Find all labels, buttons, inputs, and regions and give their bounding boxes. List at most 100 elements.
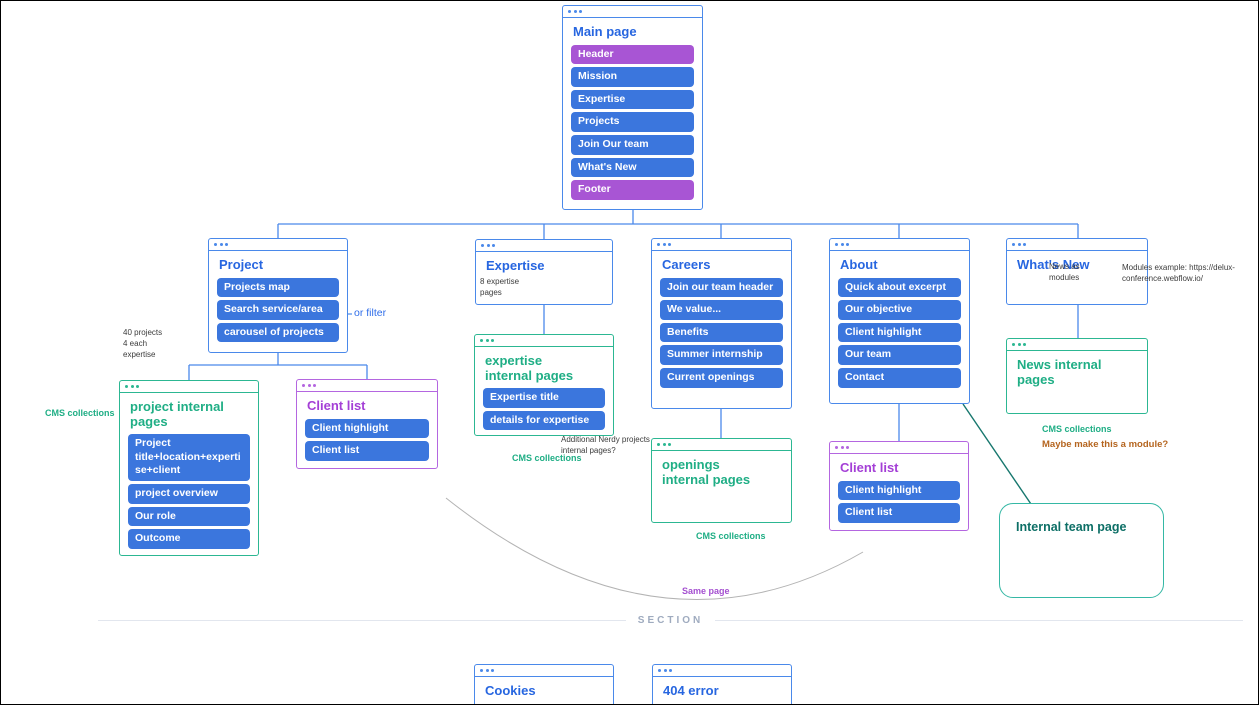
window-titlebar bbox=[652, 439, 791, 451]
error-404-title: 404 error bbox=[663, 683, 719, 698]
box-item[interactable]: Benefits bbox=[660, 322, 783, 343]
box-item[interactable]: Search service/area bbox=[217, 300, 339, 320]
box-item[interactable]: Footer bbox=[571, 180, 694, 201]
box-item[interactable]: carousel of projects bbox=[217, 322, 339, 343]
note-maybe-module[interactable]: Maybe make this a module? bbox=[1042, 439, 1169, 450]
section-divider: SECTION bbox=[98, 615, 1244, 626]
box-item[interactable]: Client highlight bbox=[305, 418, 429, 439]
connector-main-tree bbox=[277, 210, 1079, 239]
note-or-filter[interactable]: or filter bbox=[354, 307, 387, 319]
note-expertise-count[interactable]: 8 expertise pages bbox=[480, 277, 520, 297]
box-item[interactable]: details for expertise bbox=[483, 410, 605, 431]
titlebar-dot-icon bbox=[573, 10, 577, 13]
section-divider-line bbox=[715, 620, 1244, 621]
window-titlebar bbox=[652, 239, 791, 251]
titlebar-dot-icon bbox=[846, 243, 849, 246]
titlebar-dot-icon bbox=[1012, 343, 1015, 346]
box-item[interactable]: Current openings bbox=[660, 368, 783, 388]
titlebar-dot-icon bbox=[136, 385, 139, 388]
cookies-box[interactable]: Cookies bbox=[474, 664, 614, 704]
titlebar-dot-icon bbox=[835, 243, 838, 246]
box-item[interactable]: Join our team header bbox=[660, 277, 783, 298]
note-modules-example[interactable]: Modules example: https://delux- conferen… bbox=[1122, 263, 1235, 283]
titlebar-dot-icon bbox=[579, 10, 582, 13]
titlebar-dot-icon bbox=[307, 384, 311, 387]
titlebar-dot-icon bbox=[1017, 243, 1021, 246]
titlebar-dot-icon bbox=[491, 339, 494, 342]
box-item[interactable]: project overview bbox=[128, 484, 250, 504]
internal-team-page-box[interactable]: Internal team page bbox=[999, 503, 1164, 598]
box-item[interactable]: What's New bbox=[571, 157, 694, 178]
box-item[interactable]: Client list bbox=[838, 503, 960, 523]
box-item[interactable]: Expertise bbox=[571, 89, 694, 110]
box-item[interactable]: Projects bbox=[571, 112, 694, 133]
connector-project-children bbox=[188, 353, 368, 380]
titlebar-dot-icon bbox=[225, 243, 228, 246]
whats-new-box[interactable]: What's New bbox=[1006, 238, 1148, 305]
box-item[interactable]: Client list bbox=[305, 441, 429, 461]
titlebar-dot-icon bbox=[840, 243, 844, 246]
window-titlebar bbox=[830, 239, 969, 251]
titlebar-dot-icon bbox=[214, 243, 217, 246]
titlebar-dot-icon bbox=[302, 384, 305, 387]
box-item[interactable]: Expertise title bbox=[483, 388, 605, 408]
news-internal-pages-box[interactable]: News internal pages bbox=[1006, 338, 1148, 414]
project-internal-pages-title: project internal pages bbox=[130, 399, 224, 429]
about-title: About bbox=[840, 257, 878, 272]
note-additional-nerdy[interactable]: Additional Nerdy projects internal pages… bbox=[561, 435, 650, 455]
note-same-page[interactable]: Same page bbox=[682, 586, 730, 596]
titlebar-dot-icon bbox=[663, 669, 667, 672]
box-item[interactable]: Quick about excerpt bbox=[838, 277, 961, 298]
box-item[interactable]: Client highlight bbox=[838, 322, 961, 343]
box-item[interactable]: Outcome bbox=[128, 529, 250, 549]
window-titlebar bbox=[1007, 339, 1147, 351]
box-item[interactable]: Header bbox=[571, 44, 694, 65]
box-item[interactable]: Client highlight bbox=[838, 480, 960, 501]
note-news-as-modules[interactable]: News as modules bbox=[1049, 262, 1080, 282]
titlebar-dot-icon bbox=[130, 385, 134, 388]
openings-internal-pages-box[interactable]: openings internal pages bbox=[651, 438, 792, 523]
titlebar-dot-icon bbox=[662, 243, 666, 246]
internal-team-page-title: Internal team page bbox=[1016, 520, 1127, 534]
note-cms-collections-news[interactable]: CMS collections bbox=[1042, 424, 1112, 434]
box-item[interactable]: Summer internship bbox=[660, 345, 783, 366]
titlebar-dot-icon bbox=[1023, 243, 1026, 246]
window-titlebar bbox=[830, 442, 968, 454]
box-item[interactable]: We value... bbox=[660, 300, 783, 320]
note-project-count[interactable]: 40 projects 4 each expertise bbox=[123, 328, 163, 359]
client-list-1-title: Client list bbox=[307, 398, 366, 413]
titlebar-dot-icon bbox=[492, 244, 495, 247]
box-item[interactable]: Our role bbox=[128, 506, 250, 527]
titlebar-dot-icon bbox=[657, 243, 660, 246]
box-item[interactable]: Project title+location+expertise+client bbox=[128, 434, 250, 482]
titlebar-dot-icon bbox=[662, 443, 666, 446]
box-item[interactable]: Contact bbox=[838, 368, 961, 388]
titlebar-dot-icon bbox=[658, 669, 661, 672]
box-item[interactable]: Projects map bbox=[217, 277, 339, 298]
window-titlebar bbox=[120, 381, 258, 393]
box-item[interactable]: Our team bbox=[838, 345, 961, 366]
expertise-title: Expertise bbox=[486, 258, 545, 273]
expertise-box[interactable]: Expertise bbox=[475, 239, 613, 305]
titlebar-dot-icon bbox=[1023, 343, 1026, 346]
box-item[interactable]: Join Our team bbox=[571, 135, 694, 155]
careers-title: Careers bbox=[662, 257, 711, 272]
note-cms-collections-openings[interactable]: CMS collections bbox=[696, 531, 766, 541]
note-cms-collections-projects[interactable]: CMS collections bbox=[45, 408, 115, 418]
box-item[interactable]: Our objective bbox=[838, 300, 961, 320]
titlebar-dot-icon bbox=[219, 243, 223, 246]
box-item[interactable]: Mission bbox=[571, 67, 694, 87]
note-cms-collections-expertise[interactable]: CMS collections bbox=[512, 453, 582, 463]
error-404-box[interactable]: 404 error bbox=[652, 664, 792, 704]
titlebar-dot-icon bbox=[125, 385, 128, 388]
titlebar-dot-icon bbox=[1012, 243, 1015, 246]
